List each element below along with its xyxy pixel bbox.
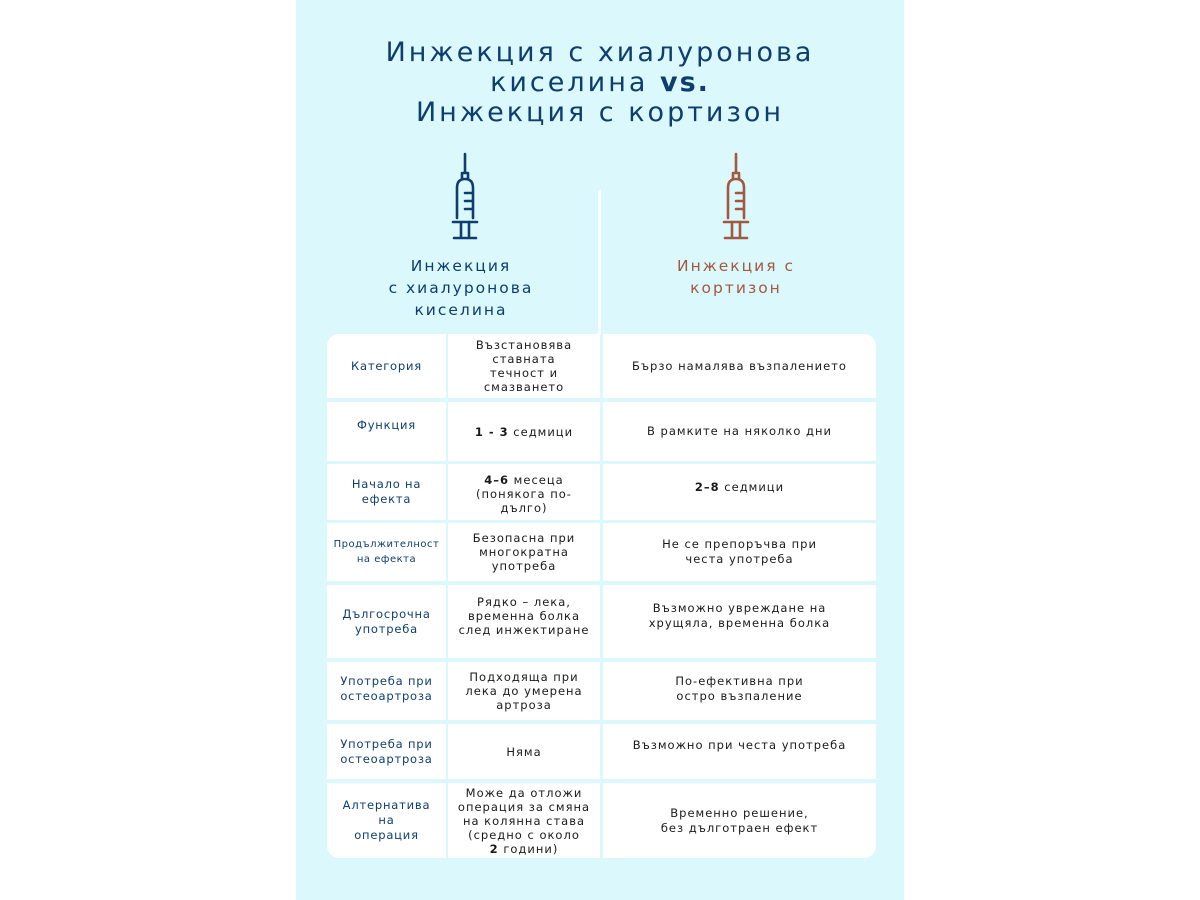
cortisone-cell: По-ефективна при остро възпаление (603, 662, 876, 720)
cortisone-cell: Бързо намалява възпалението (603, 334, 876, 398)
hyaluronic-cell: Възстановява ставната течност и смазване… (448, 334, 600, 398)
cortisone-cell: Временно решение, без дълготраен ефект (603, 783, 876, 858)
table-row: Категория Възстановява ставната течност … (327, 334, 876, 398)
table-row: Употреба при остеоартроза Подходяща при … (327, 662, 876, 720)
row-label: Категория (327, 334, 446, 398)
title-line-3: Инжекция с кортизон (415, 97, 785, 128)
title-line-2: киселина vs. (490, 67, 710, 98)
table-row: Начало на ефекта 4–6 месеца (понякога по… (327, 464, 876, 520)
cortisone-cell: Възможно увреждане на хрущяла, временна … (603, 585, 876, 658)
hyaluronic-cell: Безопасна при многократна употреба (448, 523, 600, 581)
hyaluronic-cell: Няма (448, 724, 600, 779)
vs-label: vs. (659, 67, 710, 98)
syringe-icon (451, 152, 479, 240)
row-label: Употреба при остеоартроза (327, 724, 446, 779)
row-label: Продължителност на ефекта (327, 523, 446, 581)
table-row: Продължителност на ефекта Безопасна при … (327, 523, 876, 581)
hyaluronic-cell: 1 - 3 седмици (448, 402, 600, 461)
hyaluronic-cell: 4–6 месеца (понякога по-дълго) (448, 464, 600, 520)
table-row: Алтернатива на операция Може да отложи о… (327, 783, 876, 858)
row-label: Начало на ефекта (327, 464, 446, 520)
cortisone-cell: Не се препоръчва при честа употреба (603, 523, 876, 581)
title-line-1: Инжекция с хиалуронова (385, 37, 815, 68)
row-label: Употреба при остеоартроза (327, 662, 446, 720)
hyaluronic-cell: Подходяща при лека до умерена артроза (448, 662, 600, 720)
cortisone-cell: 2–8 седмици (603, 464, 876, 520)
comparison-infographic: Инжекция с хиалуронова киселина vs. Инже… (296, 0, 904, 900)
row-label: Алтернатива на операция (327, 783, 446, 858)
row-label: Функция (327, 402, 446, 461)
table-row: Дългосрочна употреба Рядко – лека, време… (327, 585, 876, 658)
column-header-cortisone: Инжекция с кортизон (677, 257, 795, 297)
hyaluronic-cell: Може да отложи операция за смяна на коля… (448, 783, 600, 858)
table-row: Употреба при остеоартроза Няма Възможно … (327, 724, 876, 779)
cortisone-cell: Възможно при честа употреба (603, 724, 876, 779)
page-margin (0, 0, 296, 900)
page-title: Инжекция с хиалуронова киселина vs. Инже… (296, 38, 904, 128)
hyaluronic-cell: Рядко – лека, временна болка след инжект… (448, 585, 600, 658)
comparison-table: Категория Възстановява ставната течност … (327, 334, 876, 858)
column-header-hyaluronic: Инжекция с хиалуронова киселина (388, 257, 534, 319)
row-label: Дългосрочна употреба (327, 585, 446, 658)
table-row: Функция 1 - 3 седмици В рамките на някол… (327, 402, 876, 461)
column-divider (598, 190, 601, 334)
syringe-icon (722, 152, 750, 240)
cortisone-cell: В рамките на няколко дни (603, 402, 876, 461)
